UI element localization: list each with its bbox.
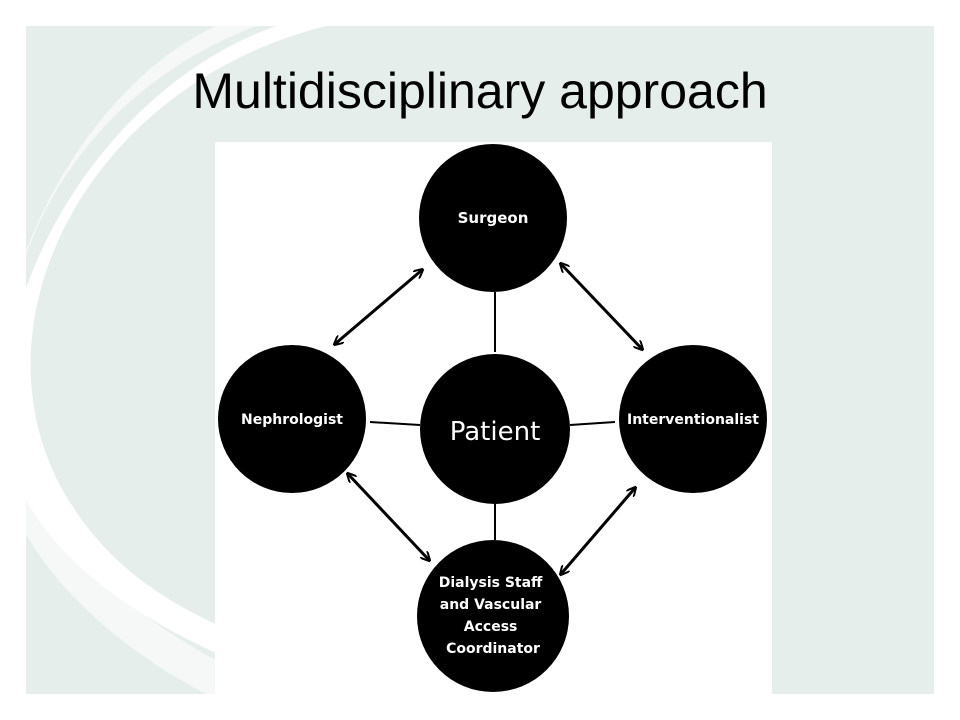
node-interventionalist-label: Interventionalist xyxy=(627,412,759,428)
arrow-surgeon-nephrologist xyxy=(335,270,422,344)
node-dialysis-line-1: Dialysis Staff xyxy=(439,575,543,591)
node-dialysis-line-3: Access xyxy=(464,619,518,635)
node-dialysis-line-2: and Vascular xyxy=(440,597,542,613)
node-dialysis-label: Dialysis Staff and Vascular Access Coord… xyxy=(439,575,548,657)
node-surgeon: Surgeon xyxy=(419,144,567,292)
node-patient: Patient xyxy=(420,354,570,504)
arrow-surgeon-interventionalist xyxy=(561,264,642,349)
connector-patient-interventionalist xyxy=(569,421,616,426)
node-patient-label: Patient xyxy=(450,417,541,447)
page-title: Multidisciplinary approach xyxy=(192,63,768,119)
node-nephrologist-label: Nephrologist xyxy=(241,412,343,428)
node-surgeon-label: Surgeon xyxy=(458,209,529,227)
node-interventionalist: Interventionalist xyxy=(619,345,767,493)
node-dialysis-line-4: Coordinator xyxy=(446,641,540,657)
node-nephrologist: Nephrologist xyxy=(218,345,366,493)
connector-patient-nephrologist xyxy=(369,421,421,426)
arrow-interventionalist-dialysis xyxy=(561,488,635,574)
multidisciplinary-diagram: Surgeon Nephrologist Patient Interventio… xyxy=(218,144,767,692)
arrow-nephrologist-dialysis xyxy=(348,474,429,560)
diagram-canvas: Surgeon Nephrologist Patient Interventio… xyxy=(215,142,772,694)
node-dialysis: Dialysis Staff and Vascular Access Coord… xyxy=(417,540,569,692)
